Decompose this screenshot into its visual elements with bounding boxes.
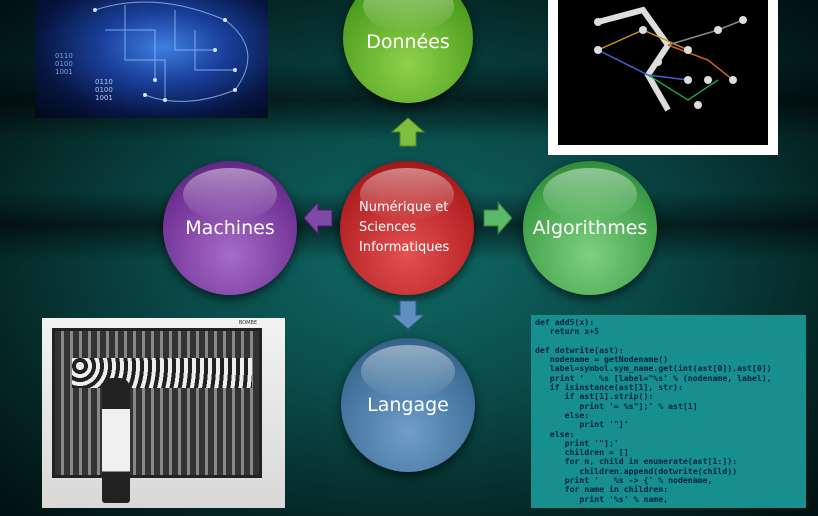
code-line: else:: [535, 409, 590, 420]
brain-circuit-image: 0110 0100 1001 0110 0100 1001: [35, 0, 268, 118]
binary-text: 1001: [95, 94, 113, 102]
code-line: for n, child in enumerate(ast[1:]):: [535, 456, 738, 467]
bombe-machine-photo: BOMBE: [42, 318, 285, 508]
code-line: print ' %s -> {' % nodename,: [535, 475, 713, 486]
code-line: children = []: [535, 447, 629, 458]
arrow-down-icon: [390, 300, 426, 330]
graph-image: [548, 0, 778, 155]
code-line: children.append(dotwrite(child)): [535, 465, 738, 476]
circuit-lines: [93, 1, 249, 102]
node-label: Langage: [367, 394, 449, 416]
node-algorithmes[interactable]: Algorithmes: [523, 161, 657, 295]
node-machines[interactable]: Machines: [163, 161, 297, 295]
node-donnees[interactable]: Données: [343, 0, 473, 103]
node-label: Données: [366, 31, 450, 53]
binary-text: 1001: [55, 68, 73, 76]
node-label: Informatiques: [359, 240, 450, 255]
code-line: print '= %s"];' % ast[1]: [535, 400, 698, 411]
code-line: print ' %s [label="%s' % (nodename, labe…: [535, 372, 772, 383]
graph-drawing: [594, 6, 747, 112]
code-line: else:: [535, 428, 575, 439]
node-label: Sciences: [359, 220, 417, 235]
code-line: def dotwrite(ast):: [535, 344, 624, 355]
binary-text: 0100: [95, 86, 113, 94]
node-numerique-sciences-informatiques[interactable]: Numérique et Sciences Informatiques: [340, 161, 474, 295]
code-line: def add5(x):: [535, 317, 595, 327]
binary-text: 0110: [55, 52, 73, 60]
code-line: return x+5: [535, 326, 600, 337]
arrow-left-icon: [303, 200, 333, 236]
node-label: Numérique et: [359, 200, 449, 215]
python-code-snippet: def add5(x): return x+5 def dotwrite(ast)…: [531, 315, 806, 508]
binary-text: 0100: [55, 60, 73, 68]
code-line: [535, 336, 802, 345]
arrow-right-icon: [483, 200, 513, 236]
code-line: if isinstance(ast[1], str):: [535, 382, 683, 393]
node-label: Machines: [185, 217, 275, 239]
code-line: for name in children:: [535, 484, 669, 495]
code-line: if ast[1].strip():: [535, 391, 654, 402]
code-line: nodename = getNodename(): [535, 354, 669, 365]
code-line: print '"]': [535, 419, 629, 430]
arrow-up-icon: [390, 117, 426, 147]
code-line: print '"];': [535, 437, 619, 448]
node-langage[interactable]: Langage: [341, 338, 475, 472]
code-line: print '%s' % name,: [535, 493, 669, 504]
node-label: Algorithmes: [532, 217, 648, 239]
photo-caption: BOMBE: [238, 320, 257, 326]
code-line: label=symbol.sym_name.get(int(ast[0]),as…: [535, 363, 772, 374]
binary-text: 0110: [95, 78, 113, 86]
